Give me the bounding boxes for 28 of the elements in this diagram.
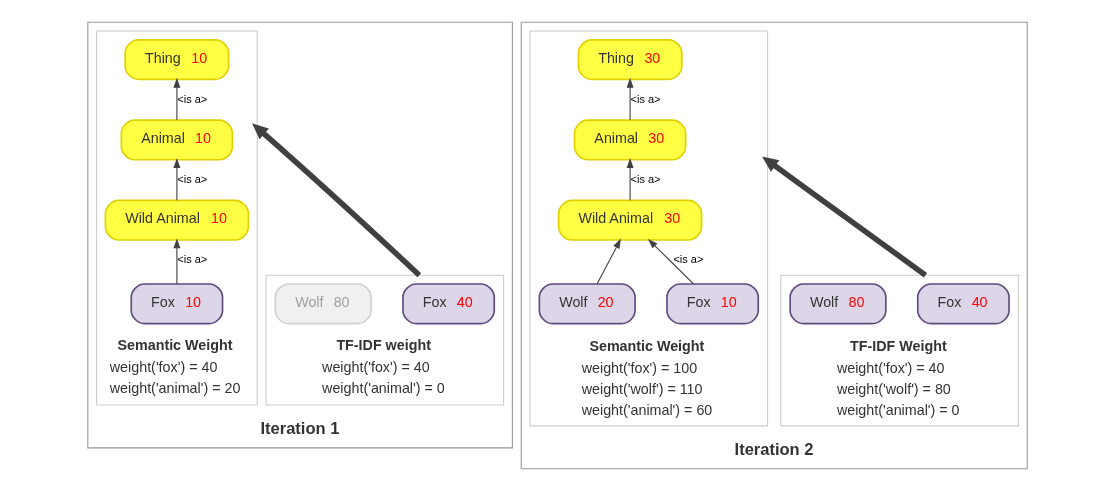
- arrow: [173, 77, 181, 120]
- node-box: Wolf 20: [538, 282, 636, 324]
- arrow: [173, 157, 181, 201]
- node-box: Animal 30: [573, 118, 687, 161]
- node-box: Fox 10: [666, 282, 760, 324]
- node-box: Thing 10: [124, 38, 230, 80]
- node-box: Wild Animal 10: [104, 199, 250, 241]
- edge-label: <is a>: [673, 252, 704, 265]
- node-box: Fox 40: [402, 282, 496, 324]
- edge-label: <is a>: [177, 92, 208, 104]
- arrow: [626, 157, 634, 201]
- arrow: [626, 77, 634, 120]
- node-box: Fox 10: [130, 282, 224, 324]
- node-box: Animal 10: [120, 118, 234, 161]
- arrow: [252, 122, 422, 277]
- node-box: Fox 40: [916, 282, 1010, 324]
- edge-label: <is a>: [177, 172, 208, 185]
- edge-label: <is a>: [630, 172, 661, 185]
- arrow: [173, 237, 181, 284]
- node-box: Wild Animal 30: [557, 199, 703, 241]
- node-box: Thing 30: [577, 38, 683, 80]
- node-box: Wolf 80: [789, 282, 887, 324]
- arrow: [596, 238, 621, 284]
- arrow: [762, 156, 928, 277]
- arrow: [647, 238, 694, 284]
- edge-label: <is a>: [630, 92, 661, 104]
- edge-label: <is a>: [177, 252, 208, 265]
- node-box: Wolf 80: [274, 282, 372, 324]
